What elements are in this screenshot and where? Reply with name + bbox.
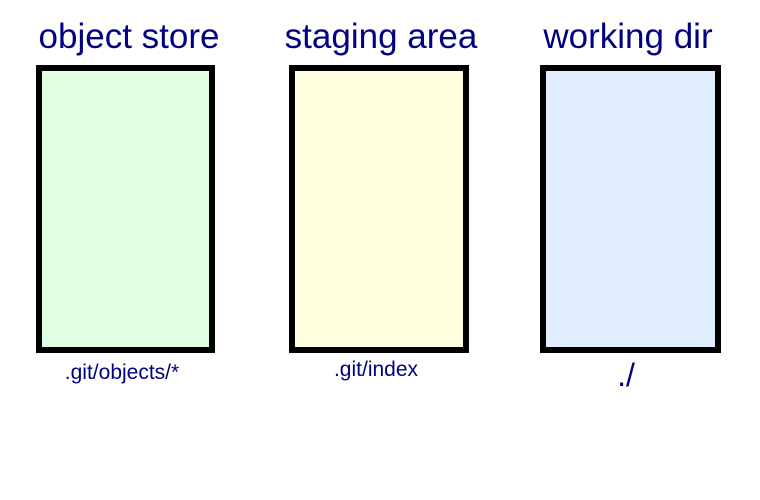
- staging-area-title: staging area: [284, 17, 478, 56]
- object-store-box: [36, 65, 215, 353]
- object-store-title: object store: [38, 17, 220, 56]
- staging-area-box: [289, 65, 469, 353]
- staging-area-path: .git/index: [333, 358, 419, 381]
- working-dir-box: [540, 65, 721, 353]
- working-dir-path: ./: [617, 357, 635, 393]
- working-dir-title: working dir: [543, 17, 713, 56]
- object-store-path: .git/objects/*: [64, 361, 180, 384]
